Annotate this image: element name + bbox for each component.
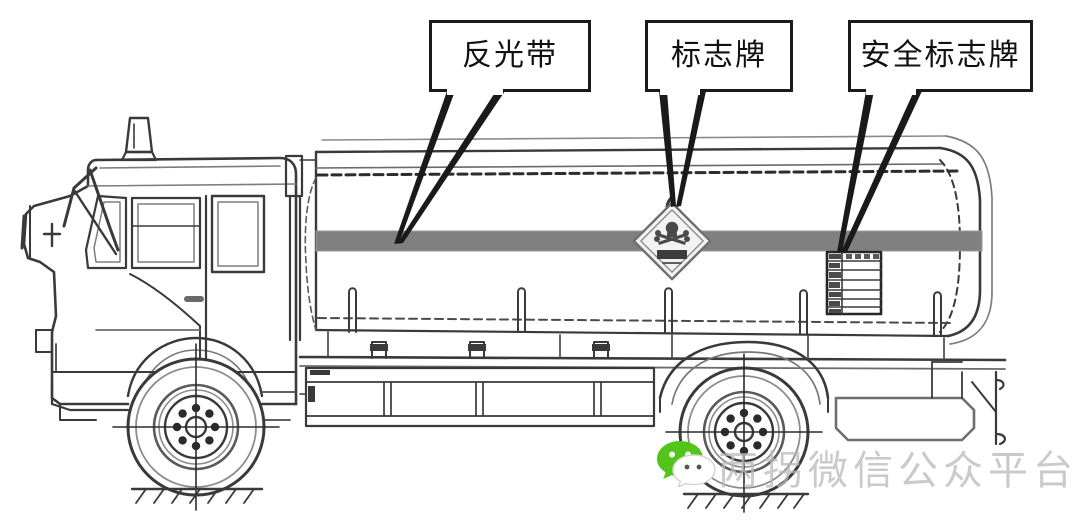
rear-ladder — [931, 361, 1006, 446]
leader-lines — [394, 91, 922, 252]
callout-notch-hazard-placard — [660, 88, 700, 95]
truck-cab — [20, 116, 304, 421]
callout-notch-safety-sign-board — [866, 88, 916, 95]
frame-brackets — [370, 341, 610, 359]
wechat-logo-icon — [657, 441, 716, 487]
rear-toolbox — [834, 396, 976, 442]
callout-reflective-strip: 反光带 — [429, 20, 591, 92]
hazard-placard-diamond — [632, 196, 712, 281]
chassis-frame — [298, 331, 1007, 370]
ground-line-front — [130, 487, 264, 504]
tank-support-posts — [348, 287, 942, 337]
leader-safety-a — [837, 91, 874, 252]
skull-and-crossbones-icon — [654, 221, 690, 245]
safety-sign-board — [825, 250, 883, 316]
callout-label-safety-sign-board: 安全标志牌 — [860, 38, 1021, 73]
callout-label-reflective-strip: 反光带 — [462, 38, 558, 73]
leader-reflective-a — [394, 91, 455, 244]
watermark-text: 两拐微信公众平台 — [718, 448, 1078, 494]
leader-reflective-b — [397, 91, 505, 244]
side-guard-rail — [299, 366, 656, 428]
callout-label-hazard-placard: 标志牌 — [671, 38, 767, 73]
front-wheel — [112, 343, 280, 511]
callout-notch-reflective-strip — [447, 88, 503, 95]
leader-placard-a — [659, 91, 676, 207]
leader-placard-b — [676, 91, 706, 207]
leader-safety-b — [841, 91, 922, 252]
rear-fender — [658, 340, 830, 413]
ground-line-rear — [682, 492, 810, 509]
callout-hazard-placard: 标志牌 — [645, 20, 793, 92]
callout-safety-sign-board: 安全标志牌 — [848, 20, 1033, 92]
